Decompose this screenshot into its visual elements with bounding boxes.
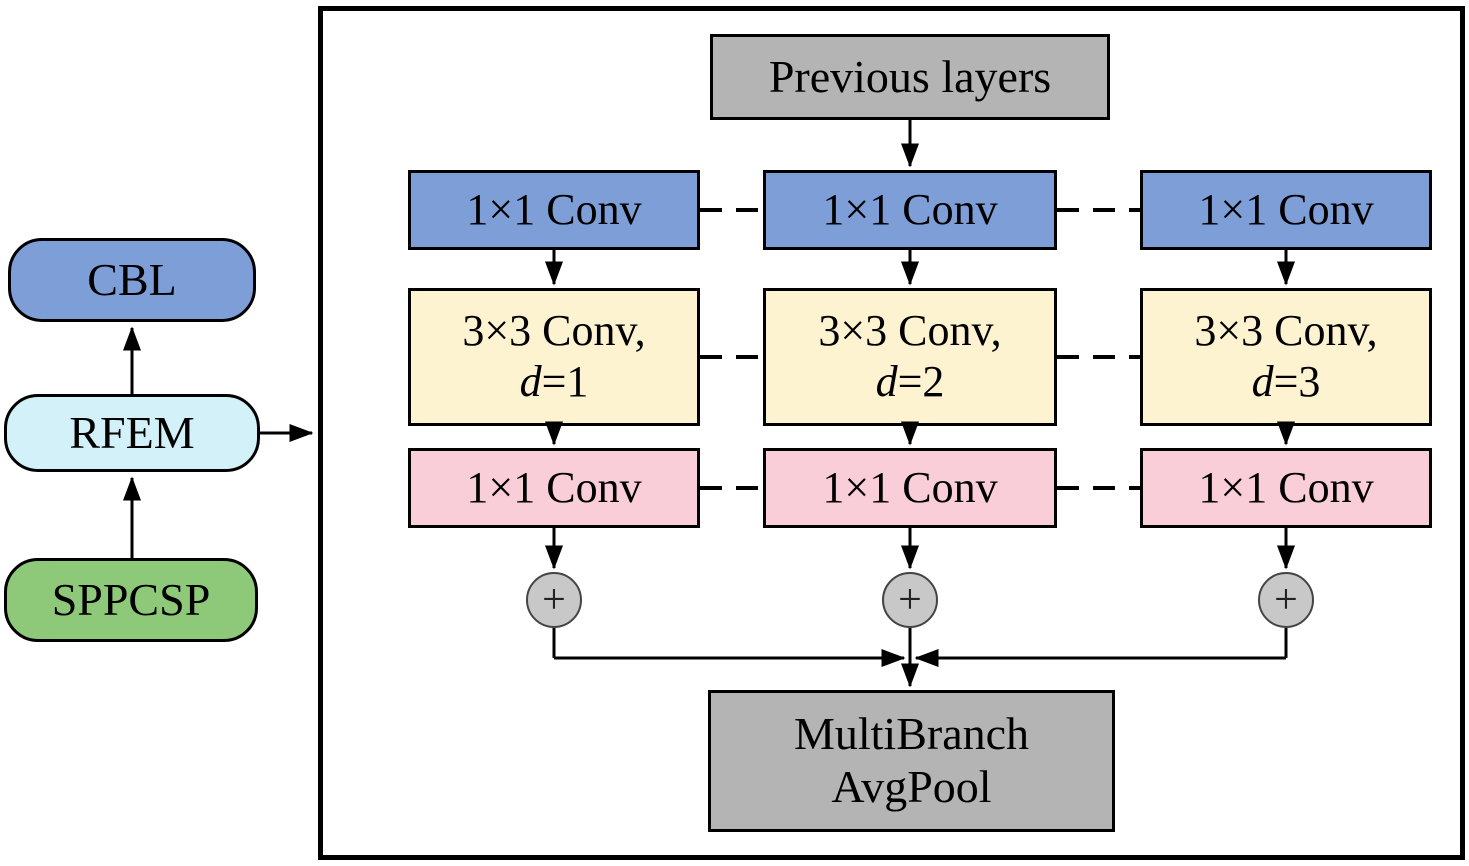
branch1-dilation-label: d=1 (520, 357, 589, 408)
plus-icon: + (542, 577, 566, 623)
multibranch-avgpool-node: MultiBranch AvgPool (708, 690, 1115, 832)
previous-layers-label: Previous layers (768, 50, 1052, 102)
rfem-label: RFEM (69, 406, 195, 458)
multibranch-label: MultiBranch (793, 708, 1030, 760)
branch1-add-node: + (526, 572, 582, 628)
branch1-conv3x3-dilated-node: 3×3 Conv, d=1 (408, 288, 700, 426)
branch3-conv1x1-restore-node: 1×1 Conv (1140, 448, 1432, 528)
branch3-conv1x1-reduce-label: 1×1 Conv (1198, 185, 1374, 235)
branch2-dilation-var: d (875, 357, 898, 406)
branch1-dilation-var: d (519, 357, 542, 406)
branch2-add-node: + (882, 572, 938, 628)
branch3-add-node: + (1258, 572, 1314, 628)
branch3-conv1x1-reduce-node: 1×1 Conv (1140, 170, 1432, 250)
plus-icon: + (1274, 577, 1298, 623)
branch1-conv1x1-reduce-node: 1×1 Conv (408, 170, 700, 250)
previous-layers-node: Previous layers (710, 34, 1110, 120)
branch3-dilation-label: d=3 (1252, 357, 1321, 408)
branch2-conv1x1-restore-node: 1×1 Conv (763, 448, 1057, 528)
plus-icon: + (898, 577, 922, 623)
branch3-conv3x3-label: 3×3 Conv, (1194, 306, 1378, 356)
cbl-node: CBL (8, 238, 256, 322)
branch3-conv3x3-dilated-node: 3×3 Conv, d=3 (1140, 288, 1432, 426)
rfem-node: RFEM (4, 394, 260, 472)
branch2-conv3x3-label: 3×3 Conv, (818, 306, 1002, 356)
branch1-dilation-eq: =1 (541, 357, 589, 406)
cbl-label: CBL (87, 253, 177, 305)
branch2-dilation-label: d=2 (876, 357, 945, 408)
branch1-conv1x1-restore-label: 1×1 Conv (466, 463, 642, 513)
branch3-dilation-eq: =3 (1273, 357, 1321, 406)
avgpool-label: AvgPool (831, 761, 992, 812)
branch3-dilation-var: d (1251, 357, 1274, 406)
branch2-conv3x3-dilated-node: 3×3 Conv, d=2 (763, 288, 1057, 426)
branch1-conv1x1-reduce-label: 1×1 Conv (466, 185, 642, 235)
branch2-dilation-eq: =2 (897, 357, 945, 406)
sppcsp-label: SPPCSP (51, 573, 211, 625)
branch2-conv1x1-restore-label: 1×1 Conv (822, 463, 998, 513)
branch1-conv1x1-restore-node: 1×1 Conv (408, 448, 700, 528)
branch2-conv1x1-reduce-label: 1×1 Conv (822, 185, 998, 235)
sppcsp-node: SPPCSP (4, 558, 258, 642)
branch2-conv1x1-reduce-node: 1×1 Conv (763, 170, 1057, 250)
branch3-conv1x1-restore-label: 1×1 Conv (1198, 463, 1374, 513)
branch1-conv3x3-label: 3×3 Conv, (462, 306, 646, 356)
